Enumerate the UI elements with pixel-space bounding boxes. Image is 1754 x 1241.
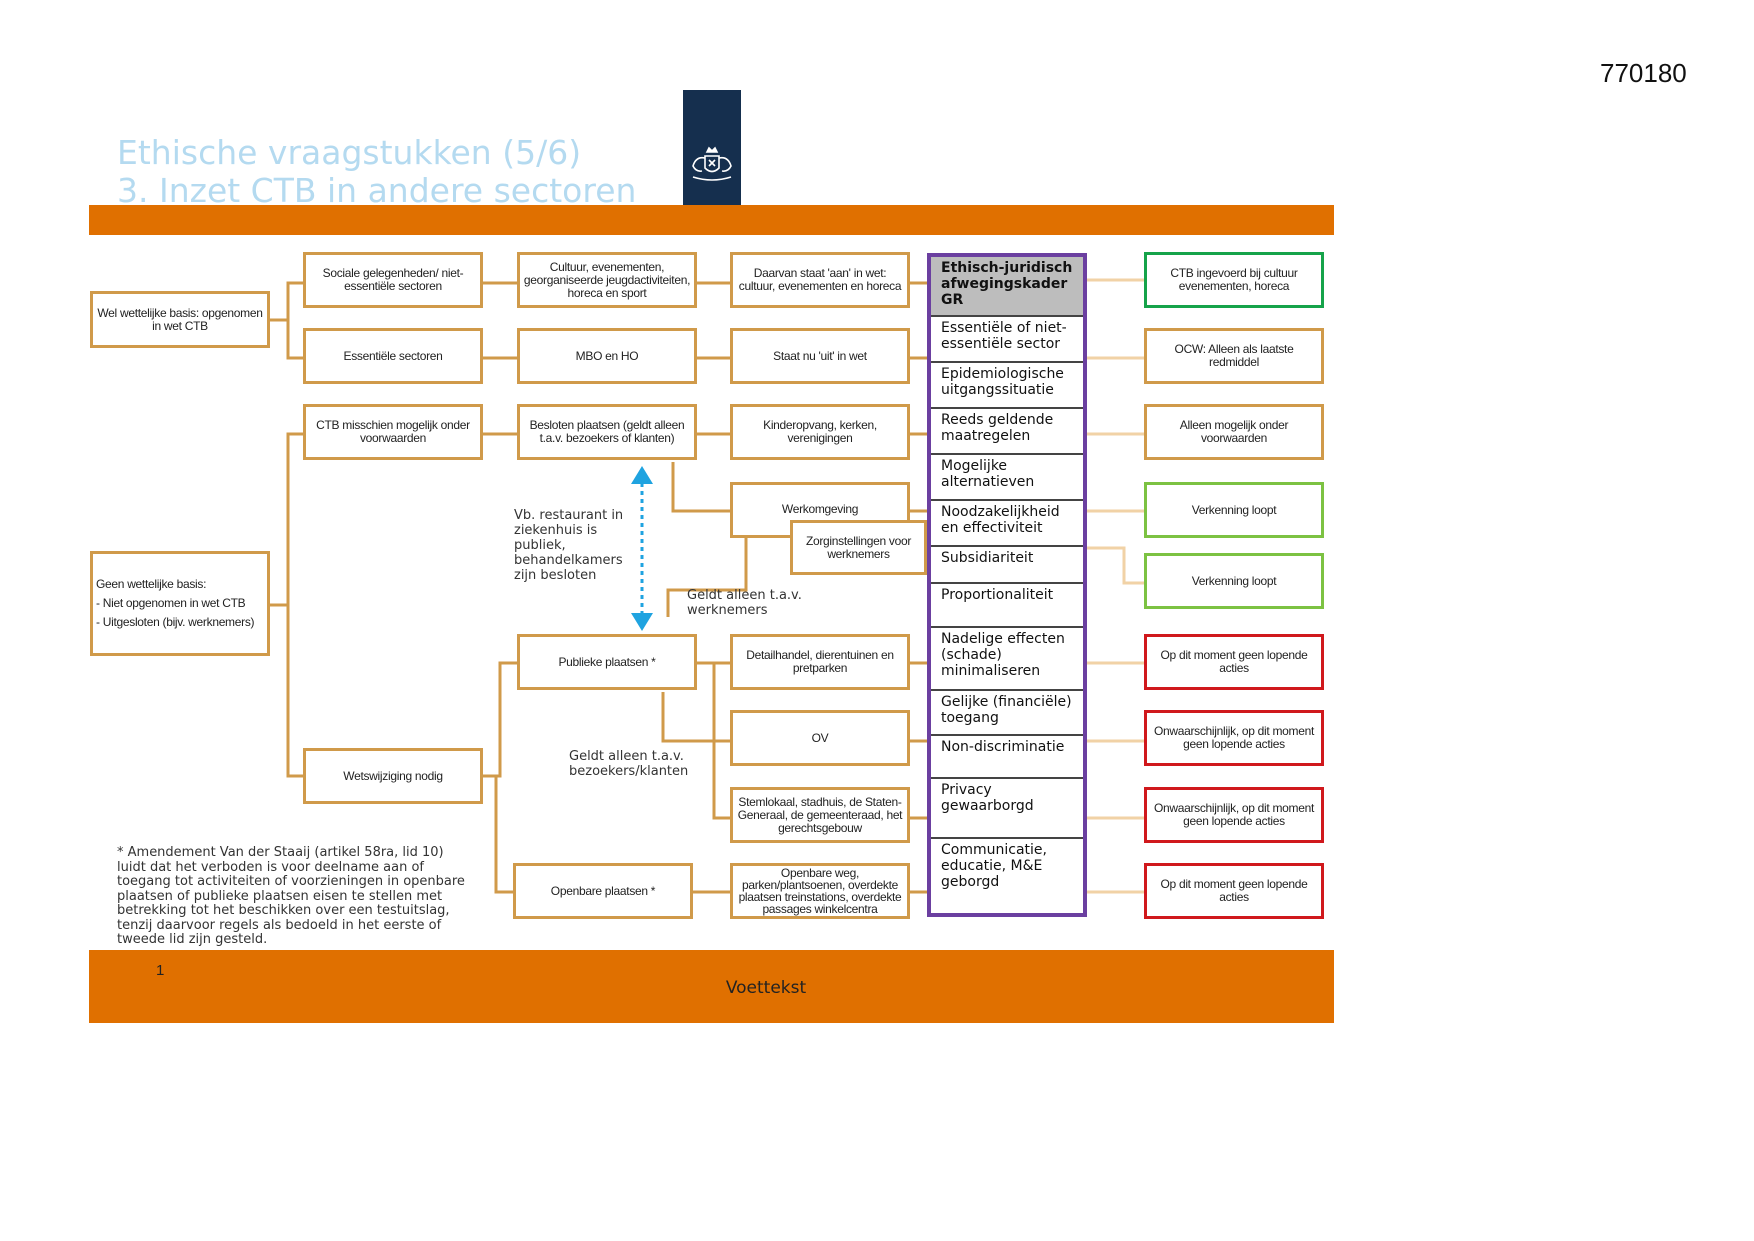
status-text: Onwaarschijnlijk, op dit moment geen lop…: [1153, 801, 1315, 828]
status-box: Op dit moment geen lopende acties: [1144, 634, 1324, 690]
basis-without-law: Geen wettelijke basis: - Niet opgenomen …: [90, 551, 270, 656]
framework-row: Non-discriminatie: [931, 736, 1083, 779]
status-text: Alleen mogelijk onder voorwaarden: [1179, 418, 1289, 445]
slide-title-line-2: 3. Inzet CTB in andere sectoren: [117, 171, 637, 210]
status-box: Verkenning loopt: [1144, 482, 1324, 538]
detail-retail: Detailhandel, dierentuinen en pretparken: [730, 634, 910, 690]
framework-row: Communicatie, educatie, M&E geborgd: [941, 842, 1047, 890]
subcategory-culture-text: Cultuur, evenementen, georganiseerde jeu…: [523, 259, 691, 300]
framework-row: Subsidiariteit: [931, 547, 1083, 584]
framework-row: Gelijke (financiële) toegang: [931, 691, 1083, 736]
basis-with-law-text: Wel wettelijke basis: opgenomen in wet C…: [97, 305, 263, 333]
note-workers-only: Geldt alleen t.a.v. werknemers: [687, 588, 802, 618]
framework-row: Essentiële of niet-essentiële sector: [931, 317, 1083, 363]
status-box: Onwaarschijnlijk, op dit moment geen lop…: [1144, 710, 1324, 766]
framework-header: Ethisch-juridisch afwegingskader GR: [931, 257, 1083, 317]
status-box: Verkenning loopt: [1144, 553, 1324, 609]
subcategory-education: MBO en HO: [517, 328, 697, 384]
status-box: Alleen mogelijk onder voorwaarden: [1144, 404, 1324, 460]
detail-care: Zorginstellingen voor werknemers: [790, 520, 927, 575]
detail-in-law-text: Daarvan staat 'aan' in wet: cultuur, eve…: [738, 266, 902, 293]
status-text: Verkenning loopt: [1191, 502, 1277, 517]
detail-workplace-text: Werkomgeving: [781, 502, 859, 516]
status-box: OCW: Alleen als laatste redmiddel: [1144, 328, 1324, 384]
framework-row: Reeds geldende maatregelen: [931, 409, 1083, 455]
footer-text: Voettekst: [725, 978, 807, 998]
basis-without-title: Geen wettelijke basis:: [96, 577, 207, 591]
detail-out-law: Staat nu 'uit' in wet: [730, 328, 910, 384]
status-text: Verkenning loopt: [1191, 573, 1277, 588]
page-number: 1: [156, 962, 165, 979]
detail-childcare: Kinderopvang, kerken, verenigingen: [730, 404, 910, 460]
note-amendment: * Amendement Van der Staaij (artikel 58r…: [117, 845, 465, 947]
government-logo: [683, 90, 741, 205]
status-text: Onwaarschijnlijk, op dit moment geen lop…: [1153, 724, 1315, 751]
framework-row: Epidemiologische uitgangssituatie: [931, 363, 1083, 409]
subcategory-open-places-text: Openbare plaatsen *: [550, 883, 656, 898]
detail-in-law: Daarvan staat 'aan' in wet: cultuur, eve…: [730, 252, 910, 308]
category-maybe-text: CTB misschien mogelijk onder voorwaarden: [316, 418, 470, 445]
category-law-change: Wetswijziging nodig: [303, 748, 483, 804]
status-text: CTB ingevoerd bij cultuur evenementen, h…: [1170, 266, 1298, 293]
category-social: Sociale gelegenheden/ niet-essentiële se…: [303, 252, 483, 308]
detail-transport-text: OV: [811, 730, 829, 745]
status-text: OCW: Alleen als laatste redmiddel: [1174, 342, 1294, 369]
subcategory-education-text: MBO en HO: [575, 348, 639, 363]
subcategory-closed-places: Besloten plaatsen (geldt alleen t.a.v. b…: [517, 404, 697, 460]
detail-voting: Stemlokaal, stadhuis, de Staten-Generaal…: [730, 787, 910, 843]
framework-row: Mogelijke alternatieven: [931, 455, 1083, 501]
detail-public-road: Openbare weg, parken/plantsoenen, overde…: [730, 863, 910, 919]
detail-out-law-text: Staat nu 'uit' in wet: [773, 348, 867, 363]
detail-care-text: Zorginstellingen voor werknemers: [805, 533, 912, 561]
subcategory-public-places-text: Publieke plaatsen *: [558, 654, 656, 669]
status-box: CTB ingevoerd bij cultuur evenementen, h…: [1144, 252, 1324, 308]
subcategory-culture: Cultuur, evenementen, georganiseerde jeu…: [517, 252, 697, 308]
detail-voting-text: Stemlokaal, stadhuis, de Staten-Generaal…: [737, 794, 903, 835]
double-arrow-icon: [631, 466, 653, 631]
royal-coat-of-arms-icon: [692, 146, 732, 181]
framework-row: Privacy gewaarborgd: [931, 779, 1083, 839]
header-accent-bar: [89, 205, 1334, 235]
basis-without-item-2: - Uitgesloten (bijv. werknemers): [96, 615, 255, 629]
note-example: Vb. restaurant in ziekenhuis is publiek,…: [514, 508, 624, 583]
category-social-text: Sociale gelegenheden/ niet-essentiële se…: [322, 266, 464, 293]
note-visitors-only: Geldt alleen t.a.v. bezoekers/klanten: [569, 749, 689, 779]
detail-public-road-text: Openbare weg, parken/plantsoenen, overde…: [738, 866, 902, 916]
framework-row: Proportionaliteit: [931, 584, 1083, 628]
subcategory-public-places: Publieke plaatsen *: [517, 634, 697, 690]
status-text: Op dit moment geen lopende acties: [1160, 648, 1308, 675]
category-law-change-text: Wetswijziging nodig: [343, 768, 443, 783]
footer-bar: [89, 950, 1334, 1023]
subcategory-open-places: Openbare plaatsen *: [513, 863, 693, 919]
detail-retail-text: Detailhandel, dierentuinen en pretparken: [746, 648, 894, 675]
status-box: Op dit moment geen lopende acties: [1144, 863, 1324, 919]
category-maybe: CTB misschien mogelijk onder voorwaarden: [303, 404, 483, 460]
subcategory-closed-places-text: Besloten plaatsen (geldt alleen t.a.v. b…: [529, 418, 685, 445]
basis-without-item-1: - Niet opgenomen in wet CTB: [96, 596, 246, 610]
detail-childcare-text: Kinderopvang, kerken, verenigingen: [763, 418, 877, 445]
ethical-legal-framework: Ethisch-juridisch afwegingskader GR Esse…: [927, 253, 1087, 917]
framework-row: Noodzakelijkheid en effectiviteit: [931, 501, 1083, 547]
basis-with-law: Wel wettelijke basis: opgenomen in wet C…: [90, 291, 270, 348]
category-essential-text: Essentiële sectoren: [343, 348, 443, 363]
category-essential: Essentiële sectoren: [303, 328, 483, 384]
slide-title-line-1: Ethische vraagstukken (5/6): [117, 133, 582, 172]
detail-transport: OV: [730, 710, 910, 766]
document-number: 770180: [1600, 58, 1687, 88]
status-text: Op dit moment geen lopende acties: [1160, 877, 1308, 904]
status-box: Onwaarschijnlijk, op dit moment geen lop…: [1144, 787, 1324, 843]
framework-row: Nadelige effecten (schade) minimaliseren: [931, 628, 1083, 691]
